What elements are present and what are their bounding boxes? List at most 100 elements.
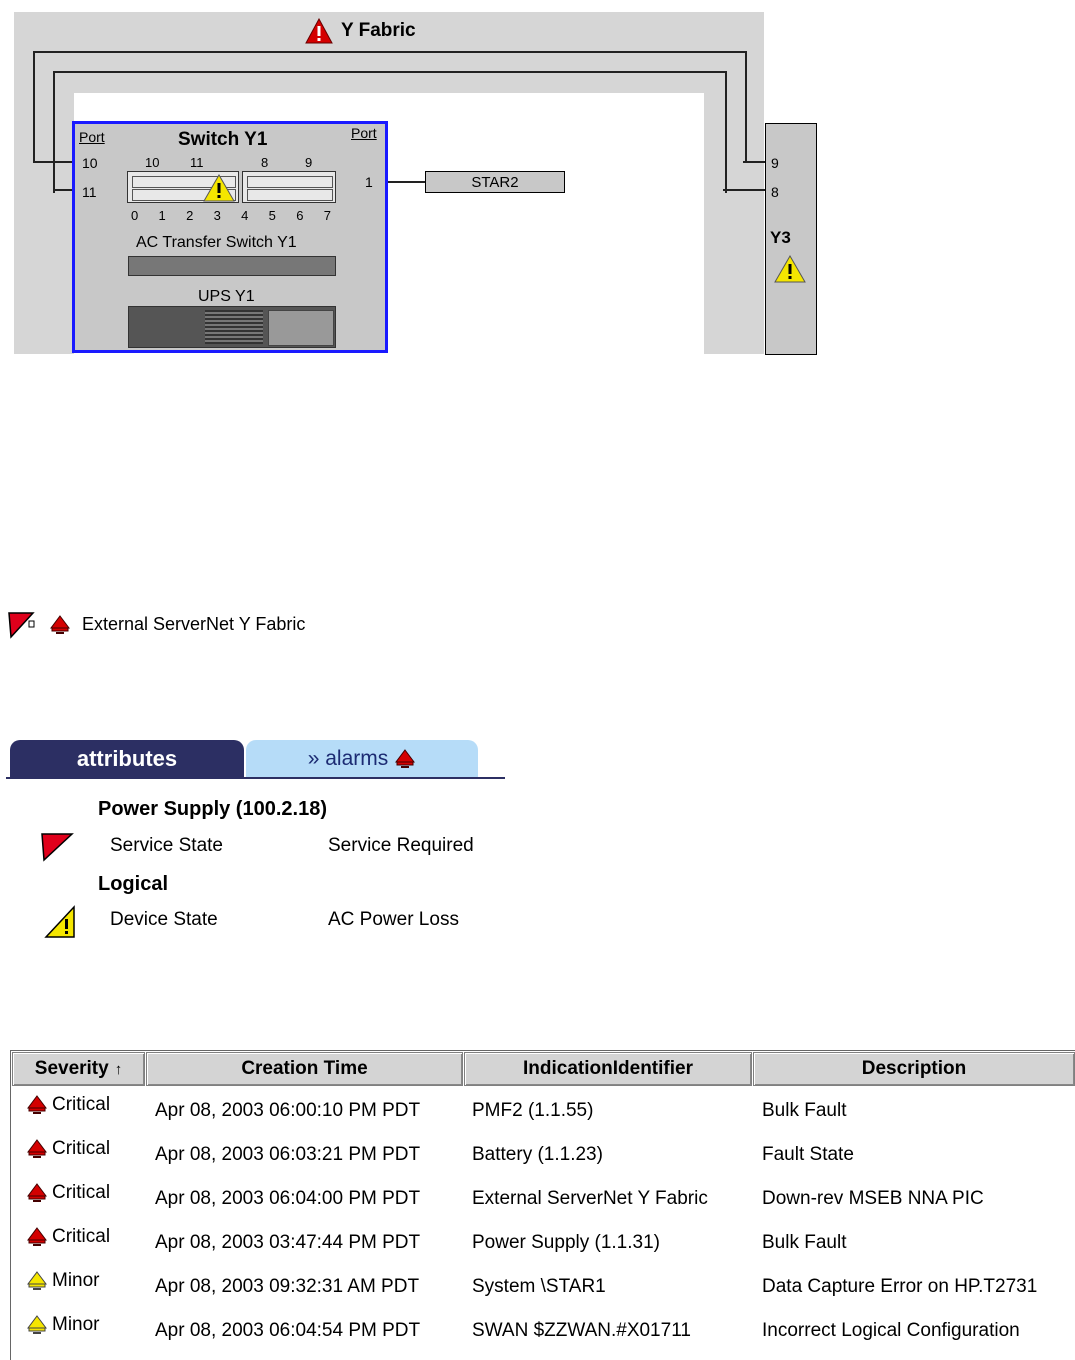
tab-attributes[interactable]: attributes: [10, 740, 244, 778]
bottom-port-label: 7: [323, 208, 331, 223]
ups-front-panel: [268, 310, 334, 346]
bottom-port-label: 0: [131, 208, 139, 223]
creation-time-cell: Apr 08, 2003 03:47:44 PM PDT: [155, 1232, 421, 1253]
column-header-label: Creation Time: [241, 1058, 368, 1079]
minor-warning-icon: [203, 174, 235, 202]
column-header-label: Severity: [34, 1058, 109, 1079]
bottom-port-label: 5: [268, 208, 276, 223]
left-port-10: 10: [82, 155, 98, 171]
table-row[interactable]: Critical Apr 08, 2003 06:03:21 PM PDT Ba…: [12, 1138, 1075, 1174]
ups-front-grille: [205, 310, 263, 344]
star2-node[interactable]: STAR2: [425, 171, 565, 193]
sort-ascending-icon: ↑: [114, 1060, 123, 1078]
breadcrumb-label[interactable]: External ServerNet Y Fabric: [82, 614, 306, 634]
table-row[interactable]: Minor Apr 08, 2003 09:32:31 AM PDT Syste…: [12, 1270, 1075, 1306]
creation-time-cell: Apr 08, 2003 06:04:54 PM PDT: [155, 1320, 421, 1341]
left-port-11: 11: [82, 184, 97, 200]
minor-warning-icon: [774, 255, 806, 283]
severity-cell: Minor: [26, 1314, 100, 1336]
indication-id-cell: External ServerNet Y Fabric: [472, 1188, 708, 1209]
star2-label: STAR2: [471, 173, 519, 191]
tab-alarms-label: » alarms: [307, 747, 389, 770]
ac-transfer-switch-label: AC Transfer Switch Y1: [136, 234, 297, 251]
cable-port11-to-y3-port8: [53, 71, 727, 193]
creation-time-cell: Apr 08, 2003 06:00:10 PM PDT: [155, 1100, 421, 1121]
severity-cell: Critical: [26, 1182, 110, 1204]
y3-port-9: 9: [771, 155, 779, 171]
creation-time-cell: Apr 08, 2003 06:03:21 PM PDT: [155, 1144, 421, 1165]
cable-segment: [33, 161, 73, 163]
indication-id-cell: PMF2 (1.1.55): [472, 1100, 594, 1121]
attribute-value: AC Power Loss: [328, 909, 459, 930]
column-header-creation-time[interactable]: Creation Time: [146, 1052, 463, 1086]
severity-label: Critical: [52, 1094, 111, 1115]
severity-cell: Minor: [26, 1270, 100, 1292]
indication-id-cell: Power Supply (1.1.31): [472, 1232, 660, 1253]
bottom-port-label: 4: [241, 208, 249, 223]
y3-node[interactable]: [765, 123, 817, 355]
switch-bottom-port-labels: 0 1 2 3 4 5 6 7: [131, 208, 331, 223]
attribute-name: Device State: [110, 909, 218, 930]
severity-cell: Critical: [26, 1226, 110, 1248]
switch-top-port-label: 10: [145, 155, 160, 170]
fabric-title[interactable]: Y Fabric: [305, 17, 416, 45]
tab-alarms[interactable]: » alarms: [246, 740, 478, 778]
ups-label: UPS Y1: [198, 288, 255, 305]
indication-id-cell: System \STAR1: [472, 1276, 606, 1297]
cable-segment: [53, 189, 73, 191]
severity-label: Minor: [52, 1270, 100, 1291]
minor-bell-icon: [27, 1271, 47, 1290]
table-row[interactable]: Critical Apr 08, 2003 03:47:44 PM PDT Po…: [12, 1226, 1075, 1262]
minor-bell-icon: [27, 1315, 47, 1334]
y3-label: Y3: [770, 228, 791, 247]
switch-top-port-label: 8: [261, 155, 269, 170]
description-cell: Down-rev MSEB NNA PIC: [762, 1188, 984, 1209]
severity-label: Critical: [52, 1182, 111, 1203]
bottom-port-label: 2: [186, 208, 194, 223]
indication-id-cell: Battery (1.1.23): [472, 1144, 603, 1165]
attribute-value: Service Required: [328, 835, 474, 856]
minor-warning-icon: [44, 905, 75, 938]
severity-label: Minor: [52, 1314, 100, 1335]
cable-segment: [723, 189, 765, 191]
critical-bell-icon: [395, 749, 416, 768]
column-header-description[interactable]: Description: [753, 1052, 1075, 1086]
column-header-severity[interactable]: Severity ↑: [12, 1052, 145, 1086]
right-port-1: 1: [365, 174, 373, 190]
ac-transfer-switch-unit[interactable]: [128, 256, 336, 276]
cable-segment: [743, 161, 765, 163]
critical-bell-icon: [27, 1183, 47, 1202]
description-cell: Incorrect Logical Configuration: [762, 1320, 1020, 1341]
alarm-table: [10, 1050, 1075, 1360]
severity-cell: Critical: [26, 1094, 110, 1116]
cable-port10-to-y3-port9: [33, 51, 747, 163]
description-cell: Bulk Fault: [762, 1100, 847, 1121]
column-header-label: Description: [861, 1058, 967, 1079]
switch-top-port-label: 9: [305, 155, 313, 170]
service-required-flag-icon: [41, 833, 74, 862]
switch-title: Switch Y1: [178, 129, 268, 150]
port-slot: [132, 189, 236, 201]
critical-bell-icon: [27, 1095, 47, 1114]
column-header-label: IndicationIdentifier: [523, 1058, 693, 1079]
bottom-port-label: 6: [296, 208, 304, 223]
creation-time-cell: Apr 08, 2003 09:32:31 AM PDT: [155, 1276, 420, 1297]
description-cell: Fault State: [762, 1144, 854, 1165]
column-header-indication-identifier[interactable]: IndicationIdentifier: [464, 1052, 752, 1086]
critical-triangle-icon: [305, 18, 333, 44]
description-cell: Bulk Fault: [762, 1232, 847, 1253]
attribute-group-title: Logical: [98, 873, 169, 895]
tab-attributes-label: attributes: [76, 746, 178, 771]
tab-underline: [6, 777, 505, 779]
critical-bell-icon: [50, 615, 70, 634]
description-cell: Data Capture Error on HP.T2731: [762, 1276, 1038, 1297]
port-slot: [247, 189, 333, 201]
bottom-port-label: 1: [158, 208, 166, 223]
table-row[interactable]: Critical Apr 08, 2003 06:00:10 PM PDT PM…: [12, 1094, 1075, 1130]
table-row[interactable]: Minor Apr 08, 2003 06:04:54 PM PDT SWAN …: [12, 1314, 1075, 1350]
severity-label: Critical: [52, 1138, 111, 1159]
right-port-header: Port: [351, 125, 377, 141]
switch-top-port-label: 11: [190, 155, 204, 170]
table-row[interactable]: Critical Apr 08, 2003 06:04:00 PM PDT Ex…: [12, 1182, 1075, 1218]
indication-id-cell: SWAN $ZZWAN.#X01711: [472, 1320, 691, 1341]
